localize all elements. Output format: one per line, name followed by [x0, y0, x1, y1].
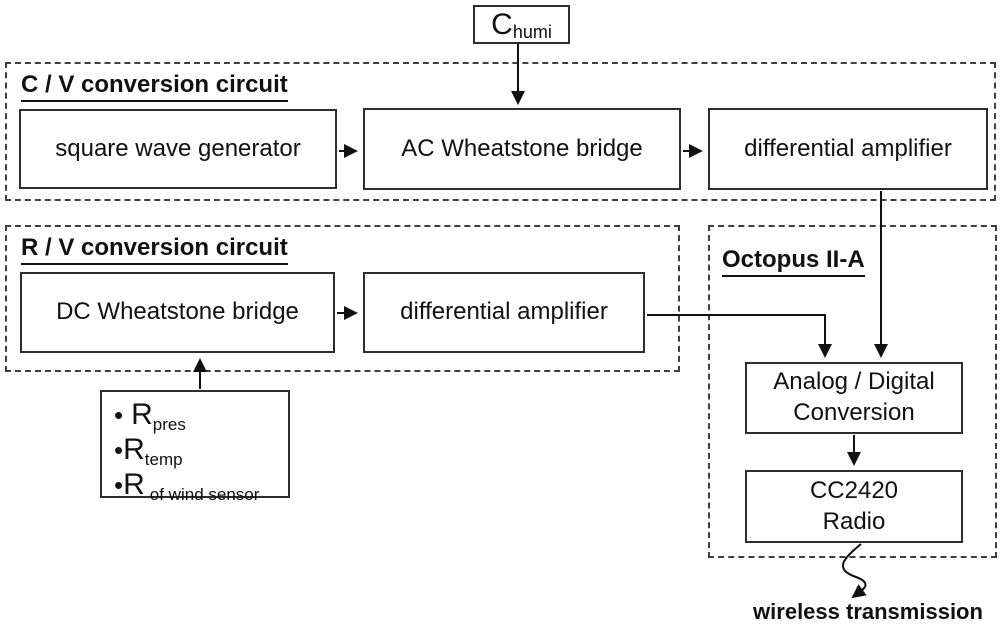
- sensor-symbol: R: [123, 468, 145, 501]
- cc2420-radio-box: CC2420 Radio: [745, 470, 963, 543]
- square-wave-generator-box: square wave generator: [19, 109, 337, 189]
- bullet-icon: •: [114, 470, 124, 500]
- rv-section-title: R / V conversion circuit: [21, 234, 288, 265]
- bullet-icon: •: [114, 400, 124, 430]
- sensor-subscript: temp: [144, 450, 183, 469]
- dc-wheatstone-bridge-box: DC Wheatstone bridge: [20, 272, 335, 353]
- ac-wheatstone-bridge-box: AC Wheatstone bridge: [363, 108, 681, 190]
- cv-section-title: C / V conversion circuit: [21, 71, 288, 102]
- sensor-item-rwind: • R of wind sensor: [114, 467, 260, 504]
- sensor-subscript: of wind sensor: [149, 485, 260, 504]
- sensor-item-rtemp: • R temp: [114, 432, 259, 469]
- cv-conversion-section: [5, 62, 996, 201]
- sensor-symbol: R: [131, 398, 153, 431]
- radio-label-line1: CC2420: [809, 476, 899, 504]
- sensor-resistor-list-box: • R pres • R temp • R of wind sensor: [100, 390, 290, 504]
- rv-conversion-section: [5, 225, 680, 372]
- bullet-icon: •: [114, 435, 124, 465]
- octopus-section-title: Octopus II-A: [722, 246, 865, 277]
- sensor-item-rpres: • R pres: [114, 397, 259, 434]
- adc-label-line1: Analog / Digital: [773, 368, 935, 396]
- radio-label-line2: Radio: [822, 507, 886, 535]
- adc-label-line2: Conversion: [793, 399, 915, 426]
- rv-differential-amplifier-box: differential amplifier: [363, 272, 645, 353]
- chumi-symbol: C: [491, 7, 513, 41]
- analog-digital-conversion-box: Analog / Digital Conversion: [745, 362, 963, 434]
- chumi-subscript: humi: [512, 21, 552, 42]
- sensor-subscript: pres: [152, 415, 186, 434]
- cv-differential-amplifier-box: differential amplifier: [708, 108, 988, 190]
- wireless-transmission-label: wireless transmission: [753, 599, 983, 624]
- sensor-symbol: R: [123, 433, 145, 466]
